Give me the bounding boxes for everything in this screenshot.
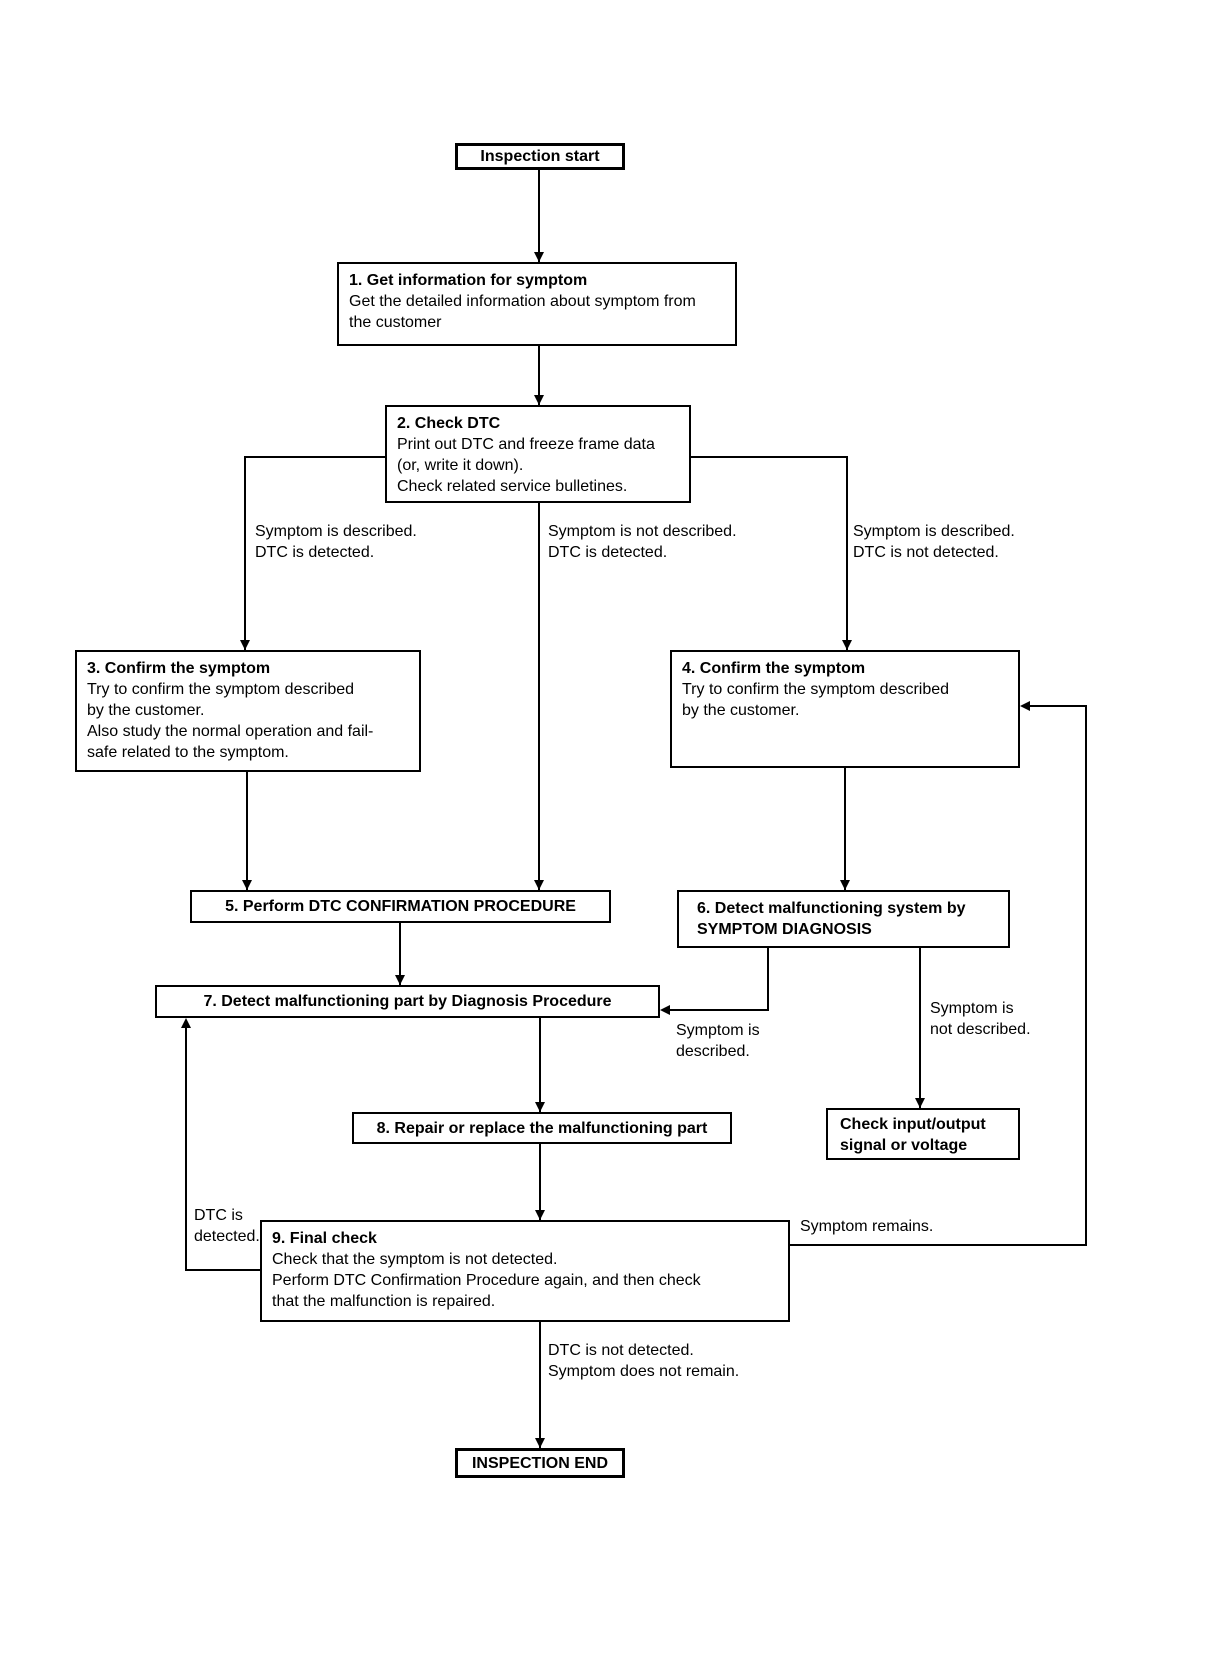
connector-step9-end <box>539 1322 541 1448</box>
node-step3-confirm-symptom: 3. Confirm the symptom Try to confirm th… <box>75 650 421 772</box>
node-step7-diagnosis-procedure: 7. Detect malfunctioning part by Diagnos… <box>155 985 660 1018</box>
connector-step2-step4-horizontal <box>691 456 848 458</box>
edge-label-symptom-described-dtc-not-detected: Symptom is described. DTC is not detecte… <box>853 523 1015 561</box>
node-step4-confirm-symptom: 4. Confirm the symptom Try to confirm th… <box>670 650 1020 768</box>
connector-step2-step3-vertical <box>244 456 246 650</box>
node-step3-title: 3. Confirm the symptom <box>87 660 271 677</box>
connector-step4-step6 <box>844 768 846 890</box>
connector-step2-step5-arrowhead <box>534 880 544 890</box>
connector-step2-step5 <box>538 503 540 890</box>
connector-step9-step4-bottom <box>790 1244 1087 1246</box>
node-step4-body: Try to confirm the symptom described by … <box>682 681 950 719</box>
connector-step3-step5-arrowhead <box>242 880 252 890</box>
node-step5-dtc-confirmation: 5. Perform DTC CONFIRMATION PROCEDURE <box>190 890 611 923</box>
node-step5-title: 5. Perform DTC CONFIRMATION PROCEDURE <box>225 898 576 915</box>
node-step4-title: 4. Confirm the symptom <box>682 660 866 677</box>
node-step9-title: 9. Final check <box>272 1230 377 1247</box>
node-check-input-output: Check input/output signal or voltage <box>826 1108 1020 1160</box>
edge-label-dtc-is-detected: DTC is detected. <box>194 1207 260 1245</box>
connector-step6-step7-arrowhead <box>660 1005 670 1015</box>
edge-label-symptom-is-described: Symptom is described. <box>676 1022 760 1060</box>
connector-step5-step7 <box>399 923 401 985</box>
node-step7-title: 7. Detect malfunctioning part by Diagnos… <box>203 993 612 1010</box>
edge-label-symptom-is-not-described: Symptom is not described. <box>930 1000 1031 1038</box>
edge-label-dtc-not-detected-symptom-does-not-remain: DTC is not detected. Symptom does not re… <box>548 1342 740 1380</box>
connector-step8-step9-arrowhead <box>535 1210 545 1220</box>
connector-step2-step3-arrowhead <box>240 640 250 650</box>
edge-label-symptom-not-described-dtc-detected: Symptom is not described. DTC is detecte… <box>548 523 737 561</box>
connector-step8-step9 <box>539 1144 541 1220</box>
connector-step6-step7-vertical <box>767 948 769 1011</box>
edge-label-symptom-remains: Symptom remains. <box>800 1218 934 1235</box>
connector-step9-step4-top <box>1028 705 1087 707</box>
node-step1-body: Get the detailed information about sympt… <box>349 293 696 331</box>
node-inspection-end: INSPECTION END <box>455 1448 625 1478</box>
node-inspection-start: Inspection start <box>455 143 625 170</box>
connector-step4-step6-arrowhead <box>840 880 850 890</box>
node-step3-body: Try to confirm the symptom described by … <box>87 681 374 761</box>
node-step9-body: Check that the symptom is not detected. … <box>272 1251 701 1310</box>
connector-start-step1 <box>538 170 540 262</box>
connector-step2-step4-vertical <box>846 456 848 650</box>
connector-start-step1-arrowhead <box>534 252 544 262</box>
node-step8-repair-replace: 8. Repair or replace the malfunctioning … <box>352 1112 732 1144</box>
connector-step2-step3-horizontal <box>244 456 385 458</box>
node-step1-title: 1. Get information for symptom <box>349 272 588 289</box>
connector-step1-step2 <box>538 346 540 405</box>
connector-step3-step5 <box>246 772 248 890</box>
node-step8-title: 8. Repair or replace the malfunctioning … <box>376 1119 708 1137</box>
connector-step9-step4-arrowhead <box>1020 701 1030 711</box>
node-check-input-output-title: Check input/output signal or voltage <box>840 1116 986 1154</box>
connector-step6-step7-horizontal <box>668 1009 769 1011</box>
connector-step9-step4-vertical <box>1085 705 1087 1246</box>
connector-step7-step8 <box>539 1018 541 1112</box>
node-step2-title: 2. Check DTC <box>397 415 501 432</box>
connector-step9-end-arrowhead <box>535 1438 545 1448</box>
node-step6-title: 6. Detect malfunctioning system by SYMPT… <box>697 900 966 938</box>
edge-label-symptom-described-dtc-detected: Symptom is described. DTC is detected. <box>255 523 417 561</box>
node-step6-symptom-diagnosis: 6. Detect malfunctioning system by SYMPT… <box>677 890 1010 948</box>
node-step1-get-information: 1. Get information for symptom Get the d… <box>337 262 737 346</box>
node-step2-body: Print out DTC and freeze frame data (or,… <box>397 436 655 495</box>
connector-step2-step4-arrowhead <box>842 640 852 650</box>
node-step2-check-dtc: 2. Check DTC Print out DTC and freeze fr… <box>385 405 691 503</box>
node-step9-final-check: 9. Final check Check that the symptom is… <box>260 1220 790 1322</box>
connector-step9-step7-vertical <box>185 1026 187 1271</box>
connector-step6-checkio <box>919 948 921 1108</box>
node-inspection-start-label: Inspection start <box>480 148 600 165</box>
connector-step9-step7-arrowhead <box>181 1018 191 1028</box>
connector-step1-step2-arrowhead <box>534 395 544 405</box>
connector-step9-step7-horizontal <box>185 1269 260 1271</box>
connector-step6-checkio-arrowhead <box>915 1098 925 1108</box>
connector-step7-step8-arrowhead <box>535 1102 545 1112</box>
node-inspection-end-label: INSPECTION END <box>471 1454 608 1472</box>
connector-step5-step7-arrowhead <box>395 975 405 985</box>
